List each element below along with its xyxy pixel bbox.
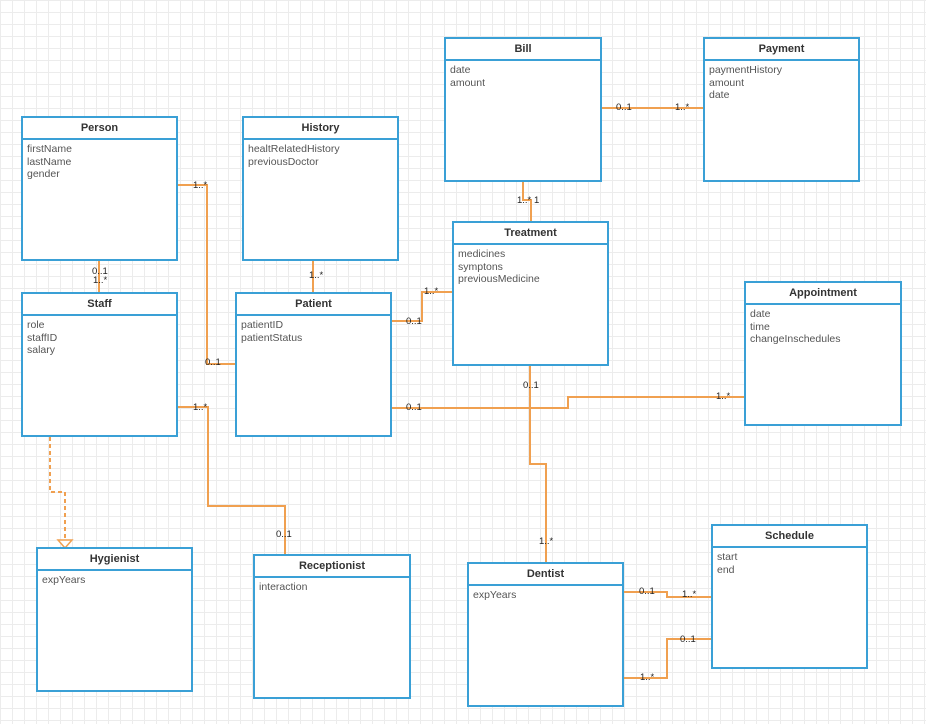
assoc-treatment-dentist[interactable] (529, 365, 547, 563)
multiplicity-label: 0..1 (406, 316, 422, 327)
class-name: Schedule (713, 526, 866, 548)
multiplicity-label: 0..1 (523, 380, 539, 391)
multiplicity-label: 1..* (424, 286, 439, 297)
attribute-list: date amount (446, 61, 600, 92)
attribute: date (450, 64, 471, 76)
class-name: Person (23, 118, 176, 140)
attribute: expYears (42, 574, 86, 586)
attribute: amount (709, 76, 745, 89)
class-name: Treatment (454, 223, 607, 245)
class-payment[interactable]: Payment paymentHistory amount date (703, 37, 860, 182)
attribute: date (750, 308, 771, 320)
class-treatment[interactable]: Treatment medicines symptons previousMed… (452, 221, 609, 366)
class-hygienist[interactable]: Hygienist expYears (36, 547, 193, 692)
attribute-list: healtRelatedHistory previousDoctor (244, 140, 397, 171)
attribute: symptons (458, 260, 503, 273)
attribute: patientStatus (241, 331, 303, 344)
multiplicity-label: 1..* (716, 391, 731, 402)
multiplicity-label: 1..* (93, 275, 108, 286)
attribute: previousDoctor (248, 155, 319, 168)
attribute-list: start end (713, 548, 866, 579)
class-dentist[interactable]: Dentist expYears (467, 562, 624, 707)
multiplicity-label: 0..1 (205, 357, 221, 368)
attribute-list: patientID patientStatus (237, 316, 390, 347)
assoc-person-patient[interactable] (177, 184, 236, 365)
multiplicity-label: 1..* (193, 180, 208, 191)
class-name: History (244, 118, 397, 140)
attribute: start (717, 551, 738, 563)
attribute: interaction (259, 581, 308, 593)
attribute-list: medicines symptons previousMedicine (454, 245, 607, 289)
attribute: paymentHistory (709, 64, 782, 76)
multiplicity-label: 1..* (309, 270, 324, 281)
assoc-dentist-schedule-a[interactable] (623, 591, 712, 598)
attribute: gender (27, 168, 60, 180)
multiplicity-label: 0..1 (92, 266, 108, 277)
class-name: Appointment (746, 283, 900, 305)
class-name: Patient (237, 294, 390, 316)
multiplicity-label: 1..* (539, 536, 554, 547)
class-name: Hygienist (38, 549, 191, 571)
attribute: staffID (27, 331, 58, 344)
attribute: end (717, 563, 735, 576)
attribute-list: date time changeInschedules (746, 305, 900, 349)
multiplicity-label: 1 (534, 195, 540, 206)
attribute: expYears (473, 589, 517, 601)
attribute: healtRelatedHistory (248, 143, 340, 155)
class-name: Receptionist (255, 556, 409, 578)
attribute: firstName (27, 143, 72, 155)
class-schedule[interactable]: Schedule start end (711, 524, 868, 669)
attribute: date (709, 89, 730, 101)
attribute: previousMedicine (458, 273, 540, 285)
multiplicity-label: 0..1 (680, 634, 696, 645)
class-receptionist[interactable]: Receptionist interaction (253, 554, 411, 699)
attribute-list: paymentHistory amount date (705, 61, 858, 105)
attribute-list: expYears (469, 586, 622, 605)
attribute-list: firstName lastName gender (23, 140, 176, 184)
attribute: medicines (458, 248, 506, 260)
multiplicity-label: 0..1 (639, 586, 655, 597)
attribute-list: interaction (255, 578, 409, 597)
multiplicity-label: 1..* (193, 402, 208, 413)
class-person[interactable]: Person firstName lastName gender (21, 116, 178, 261)
multiplicity-label: 1..* (682, 589, 697, 600)
multiplicity-label: 1..* (517, 195, 532, 206)
attribute: role (27, 319, 45, 331)
attribute: patientID (241, 319, 284, 331)
class-appointment[interactable]: Appointment date time changeInschedules (744, 281, 902, 426)
multiplicity-label: 1..* (675, 102, 690, 113)
assoc-dentist-schedule-b[interactable] (623, 638, 712, 679)
attribute: lastName (27, 155, 72, 168)
multiplicity-label: 0..1 (616, 102, 632, 113)
multiplicity-label: 1..* (640, 672, 655, 683)
class-name: Staff (23, 294, 176, 316)
attribute: salary (27, 344, 56, 356)
attribute-list: role staffID salary (23, 316, 176, 360)
attribute: time (750, 320, 770, 333)
class-name: Payment (705, 39, 858, 61)
assoc-staff-receptionist[interactable] (177, 406, 286, 555)
multiplicity-label: 0..1 (406, 402, 422, 413)
class-staff[interactable]: Staff role staffID salary (21, 292, 178, 437)
class-name: Dentist (469, 564, 622, 586)
attribute-list: expYears (38, 571, 191, 590)
assoc-bill-treatment[interactable] (522, 182, 532, 221)
assoc-patient-appointment[interactable] (391, 396, 745, 409)
class-bill[interactable]: Bill date amount (444, 37, 602, 182)
attribute: amount (450, 76, 486, 89)
attribute: changeInschedules (750, 333, 841, 345)
class-patient[interactable]: Patient patientID patientStatus (235, 292, 392, 437)
generalization-staff-hygienist[interactable] (49, 437, 74, 550)
class-history[interactable]: History healtRelatedHistory previousDoct… (242, 116, 399, 261)
assoc-treatment-patient[interactable] (391, 291, 453, 322)
multiplicity-label: 0..1 (276, 529, 292, 540)
class-name: Bill (446, 39, 600, 61)
